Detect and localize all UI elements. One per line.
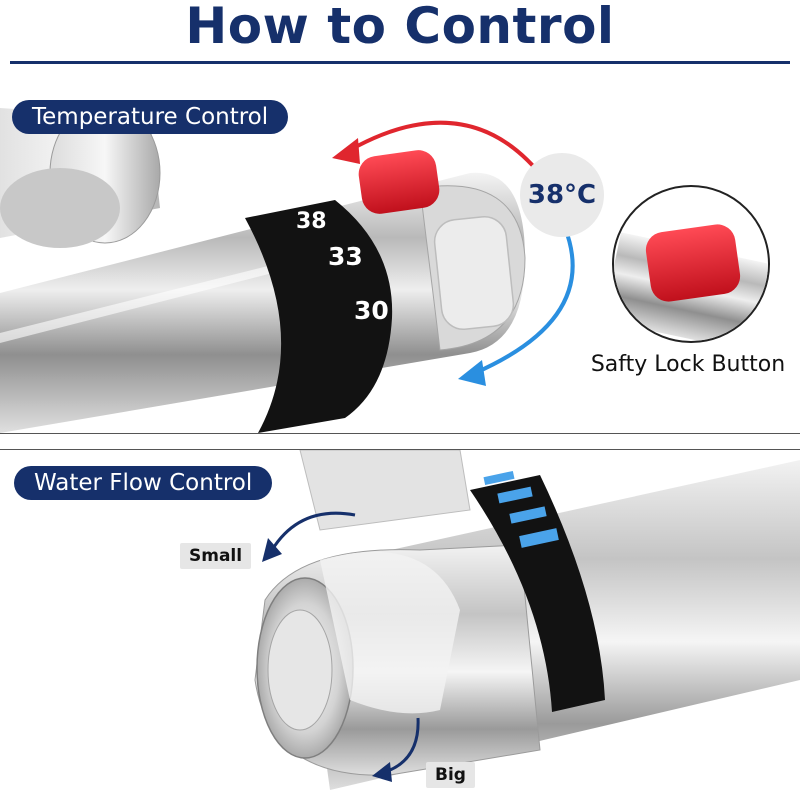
temperature-control-label: Temperature Control [12,100,289,134]
dial-mark-38: 38 [296,209,327,234]
section-divider-top [0,433,800,434]
page-title: How to Control [185,0,615,55]
dial-mark-33: 33 [328,242,363,271]
dial-mark-30: 30 [354,296,389,325]
flow-big-label: Big [426,762,475,788]
flow-illustration [254,450,800,790]
water-flow-control-label: Water Flow Control [14,466,273,500]
temperature-illustration [0,102,770,433]
temperature-readout-badge: 38°C [520,153,604,237]
title-underline [10,61,790,64]
flow-small-label: Small [180,543,252,569]
safety-lock-label: Safty Lock Button [590,352,786,377]
temperature-panel [0,88,800,433]
flow-panel [0,450,800,800]
